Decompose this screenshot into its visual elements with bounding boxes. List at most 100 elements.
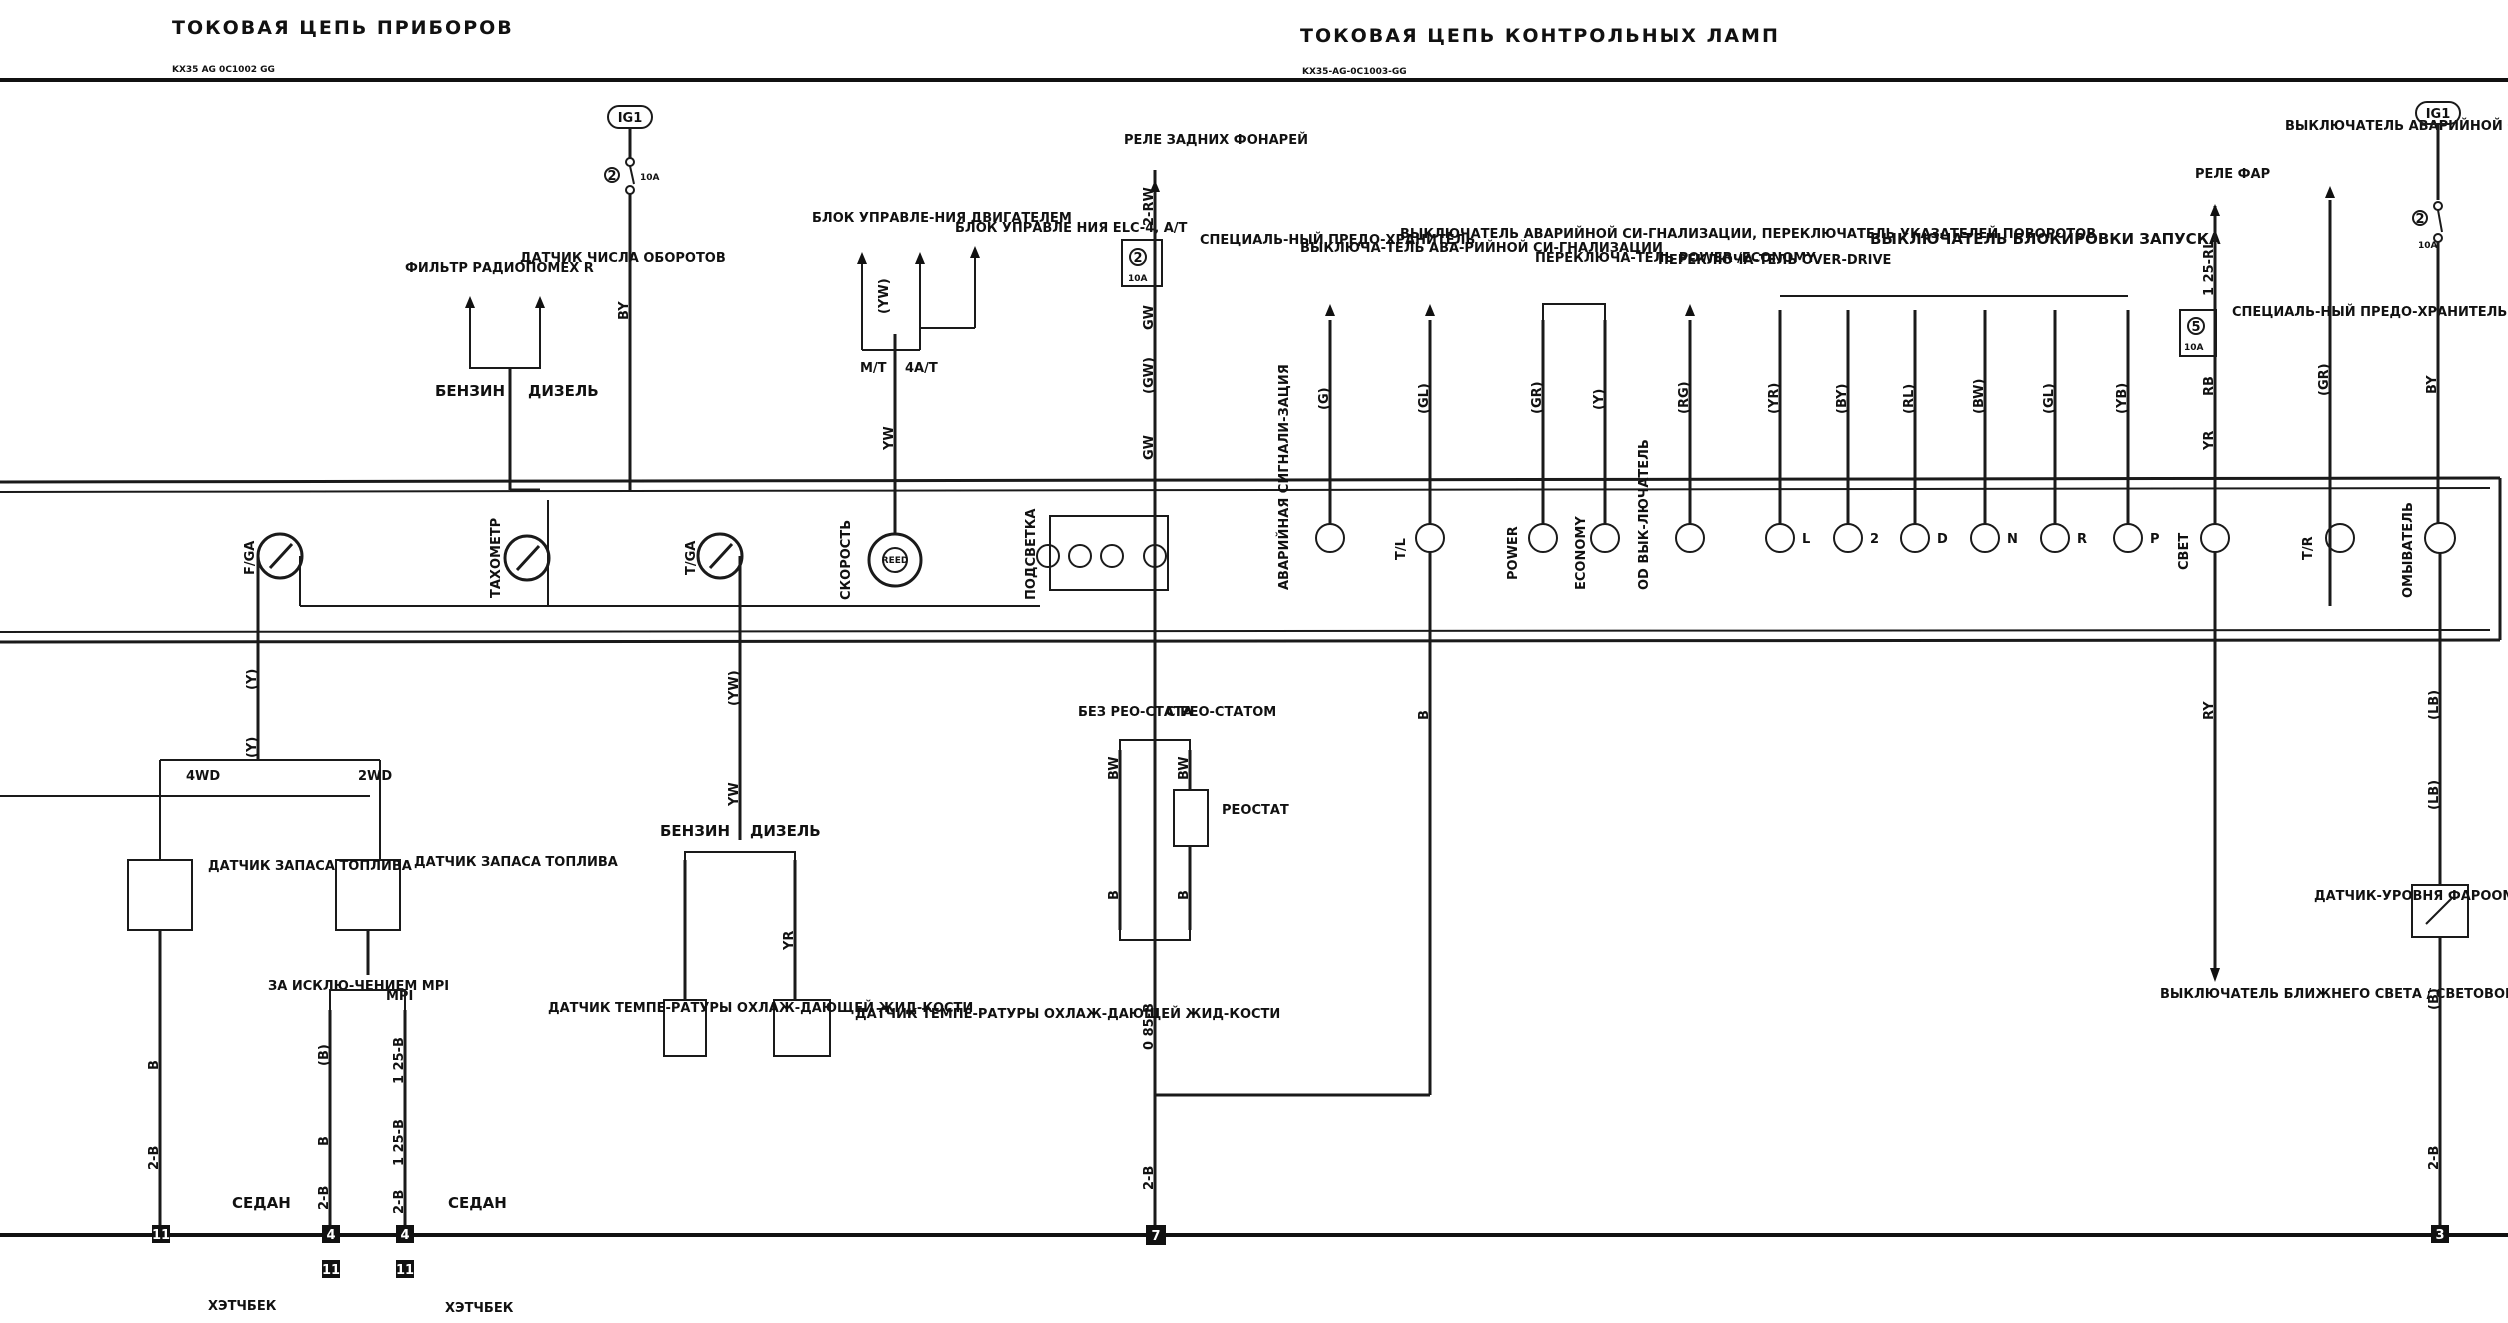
tail-relay-fuse: РЕЛЕ ЗАДНИХ ФОНАРЕЙ 2 10A СПЕЦИАЛЬ-НЫЙ П… <box>1121 132 1475 460</box>
svg-text:10A: 10A <box>640 173 660 183</box>
svg-text:СПЕЦИАЛЬ-НЫЙ ПРЕДО-ХРАНИТЕЛЬ: СПЕЦИАЛЬ-НЫЙ ПРЕДО-ХРАНИТЕЛЬ <box>1200 232 1475 248</box>
svg-text:10A: 10A <box>1128 274 1148 284</box>
svg-text:B: B <box>1417 710 1432 720</box>
svg-text:D: D <box>1937 532 1948 547</box>
svg-text:(YB): (YB) <box>2115 383 2130 414</box>
svg-text:OD ВЫК-ЛЮЧАТЕЛЬ: OD ВЫК-ЛЮЧАТЕЛЬ <box>1637 439 1652 590</box>
svg-text:B: B <box>147 1060 162 1070</box>
svg-text:(GL): (GL) <box>1417 383 1432 414</box>
svg-text:СВЕТ: СВЕТ <box>2177 533 2192 570</box>
svg-text:YR: YR <box>2202 431 2217 451</box>
fuel-sender-branch: (Y) (Y) 4WD 2WD ДАТЧИК ЗАПАСА ТОПЛИВА ДА… <box>0 669 618 1316</box>
svg-text:(RL): (RL) <box>1902 384 1917 414</box>
svg-text:(GR): (GR) <box>1530 381 1545 414</box>
svg-text:R: R <box>2077 532 2087 547</box>
svg-text:БЕНЗИН: БЕНЗИН <box>435 382 505 400</box>
svg-text:4: 4 <box>400 1228 409 1243</box>
cluster-panel <box>0 476 2502 644</box>
svg-text:(GL): (GL) <box>2042 383 2057 414</box>
svg-text:ДАТЧИК ЧИСЛА ОБОРОТОВ: ДАТЧИК ЧИСЛА ОБОРОТОВ <box>520 251 726 266</box>
svg-text:B: B <box>1177 890 1192 900</box>
svg-text:БЕНЗИН: БЕНЗИН <box>660 822 730 840</box>
svg-text:T/R: T/R <box>2301 536 2316 560</box>
svg-text:2-B: 2-B <box>392 1190 407 1214</box>
svg-text:11: 11 <box>396 1263 414 1278</box>
svg-text:BW: BW <box>1107 756 1122 780</box>
svg-text:ХЭТЧБЕК: ХЭТЧБЕК <box>445 1301 514 1316</box>
svg-text:ФИЛЬТР РАДИОПОМЕХ R: ФИЛЬТР РАДИОПОМЕХ R <box>405 261 594 276</box>
turn-lamp: T/L ВЫКЛЮЧАТЕЛЬ АВАРИЙНОЙ СИ-ГНАЛИЗАЦИИ,… <box>1155 226 2096 1097</box>
rheostat-branch: БЕЗ РЕО-СТАТА С РЕО-СТАТОМ РЕОСТАТ BW BW… <box>1078 705 1289 1190</box>
svg-text:REED: REED <box>882 556 909 566</box>
svg-text:С РЕО-СТАТОМ: С РЕО-СТАТОМ <box>1166 705 1276 720</box>
svg-text:1 25-RL: 1 25-RL <box>2202 241 2217 296</box>
tachometer: ТАХОМЕТР <box>489 500 551 606</box>
svg-text:RB: RB <box>2202 376 2217 396</box>
hazard-lamp: АВАРИЙНАЯ СИГНАЛИ-ЗАЦИЯ ВЫКЛЮЧА-ТЕЛЬ АВА… <box>1276 240 1663 590</box>
svg-text:BW: BW <box>1177 756 1192 780</box>
svg-text:БЛОК УПРАВЛЕ-НИЯ ДВИГАТЕЛЕМ: БЛОК УПРАВЛЕ-НИЯ ДВИГАТЕЛЕМ <box>812 211 1072 226</box>
svg-text:ECONOMY: ECONOMY <box>1574 516 1589 590</box>
ecu-branch: БЛОК УПРАВЛЕ-НИЯ ДВИГАТЕЛЕМ БЛОК УПРАВЛЕ… <box>812 211 1188 451</box>
left-code: KX35 AG 0C1002 GG <box>172 65 275 75</box>
svg-text:ЗА ИСКЛЮ-ЧЕНИЕМ MPI: ЗА ИСКЛЮ-ЧЕНИЕМ MPI <box>268 979 449 994</box>
svg-text:M/T: M/T <box>860 361 887 376</box>
svg-text:B: B <box>317 1136 332 1146</box>
svg-text:(YW): (YW) <box>877 278 892 314</box>
svg-text:РЕЛЕ ФАР: РЕЛЕ ФАР <box>2195 167 2270 182</box>
svg-text:2-B: 2-B <box>147 1146 162 1170</box>
svg-text:(RG): (RG) <box>1677 381 1692 414</box>
illumination: ПОДСВЕТКА <box>1024 170 1169 1235</box>
svg-text:РЕЛЕ ЗАДНИХ ФОНАРЕЙ: РЕЛЕ ЗАДНИХ ФОНАРЕЙ <box>1124 132 1308 148</box>
svg-text:ДАТЧИК ТЕМПЕ-РАТУРЫ ОХЛАЖ-ДАЮЩ: ДАТЧИК ТЕМПЕ-РАТУРЫ ОХЛАЖ-ДАЮЩЕЙ ЖИД-КОС… <box>855 1006 1280 1022</box>
svg-text:0 85-B: 0 85-B <box>1142 1003 1157 1050</box>
svg-text:ДАТЧИК ЗАПАСА ТОПЛИВА: ДАТЧИК ЗАПАСА ТОПЛИВА <box>208 859 412 874</box>
svg-text:ВЫКЛЮЧАТЕЛЬ БЛОКИРОВКИ ЗАПУСКА: ВЫКЛЮЧАТЕЛЬ БЛОКИРОВКИ ЗАПУСКА <box>1870 230 2221 248</box>
fuel-gauge: F/GA <box>243 532 1040 760</box>
svg-text:ПЕРЕКЛЮЧА-ТЕЛЬ OVER-DRIVE: ПЕРЕКЛЮЧА-ТЕЛЬ OVER-DRIVE <box>1658 253 1891 268</box>
svg-text:YR: YR <box>782 931 797 951</box>
svg-text:(LB): (LB) <box>2427 780 2442 810</box>
svg-text:4WD: 4WD <box>186 769 220 784</box>
svg-text:ПЕРЕКЛЮЧА-ТЕЛЬ POWER /ECONOMY: ПЕРЕКЛЮЧА-ТЕЛЬ POWER /ECONOMY <box>1535 251 1816 266</box>
svg-text:BY: BY <box>2425 375 2440 394</box>
svg-text:YW: YW <box>882 426 897 451</box>
svg-text:(Y): (Y) <box>245 669 260 690</box>
speedometer: REED СКОРОСТЬ <box>839 334 923 600</box>
svg-text:1 25-B: 1 25-B <box>392 1037 407 1084</box>
svg-text:L: L <box>1802 532 1810 547</box>
svg-text:2: 2 <box>607 169 616 184</box>
svg-text:БЕЗ РЕО-СТАТА: БЕЗ РЕО-СТАТА <box>1078 705 1193 720</box>
svg-text:АВАРИЙНАЯ СИГНАЛИ-ЗАЦИЯ: АВАРИЙНАЯ СИГНАЛИ-ЗАЦИЯ <box>1276 364 1292 590</box>
svg-text:(B): (B) <box>317 1044 332 1066</box>
ground-terminals: 11 4 4 7 3 11 11 <box>152 1225 2449 1278</box>
svg-text:ДИЗЕЛЬ: ДИЗЕЛЬ <box>750 822 821 840</box>
svg-text:РЕОСТАТ: РЕОСТАТ <box>1222 803 1289 818</box>
svg-text:2-RW: 2-RW <box>1142 187 1157 226</box>
svg-text:3: 3 <box>2435 1228 2444 1243</box>
svg-text:10A: 10A <box>2184 343 2204 353</box>
svg-text:ПОДСВЕТКА: ПОДСВЕТКА <box>1024 509 1039 600</box>
svg-text:P: P <box>2150 532 2160 547</box>
svg-text:N: N <box>2007 532 2018 547</box>
svg-text:10A: 10A <box>2418 241 2438 251</box>
svg-text:(YR): (YR) <box>1767 383 1782 414</box>
svg-text:4: 4 <box>326 1228 335 1243</box>
svg-text:T/GA: T/GA <box>684 541 699 575</box>
svg-text:1 25-B: 1 25-B <box>392 1119 407 1166</box>
svg-text:(BW): (BW) <box>1972 379 1987 414</box>
temp-sender-branch: (YW) YW БЕНЗИН ДИЗЕЛЬ YR ДАТЧИК ТЕМПЕ-РА… <box>548 670 1280 1057</box>
svg-text:ДАТЧИК ТЕМПЕ-РАТУРЫ ОХЛАЖ-ДАЮЩ: ДАТЧИК ТЕМПЕ-РАТУРЫ ОХЛАЖ-ДАЮЩЕЙ ЖИД-КОС… <box>548 1000 973 1016</box>
svg-text:2-B: 2-B <box>317 1186 332 1210</box>
svg-text:(BY): (BY) <box>1835 384 1850 415</box>
ig1-right: IG1 2 10A BY ОМЫВАТЕЛЬ (LB) (LB) ДАТЧИК-… <box>2314 101 2508 1235</box>
svg-text:POWER: POWER <box>1506 526 1521 580</box>
svg-text:ВЫКЛЮЧАТЕЛЬ БЛИЖНЕГО СВЕТА / С: ВЫКЛЮЧАТЕЛЬ БЛИЖНЕГО СВЕТА / СВЕТОВОЙ СИ… <box>2160 986 2508 1002</box>
power-economy-lamps: POWER ECONOMY ПЕРЕКЛЮЧА-ТЕЛЬ POWER /ECON… <box>1506 251 1816 590</box>
svg-text:GW: GW <box>1142 305 1157 330</box>
inhibitor-lamps: ВЫКЛЮЧАТЕЛЬ БЛОКИРОВКИ ЗАПУСКА L 2 D N R… <box>1765 230 2221 553</box>
left-title: ТОКОВАЯ ЦЕПЬ ПРИБОРОВ <box>172 17 514 39</box>
right-code: KX35-AG-0C1003-GG <box>1302 67 1407 77</box>
svg-text:ОМЫВАТЕЛЬ: ОМЫВАТЕЛЬ <box>2401 502 2416 598</box>
